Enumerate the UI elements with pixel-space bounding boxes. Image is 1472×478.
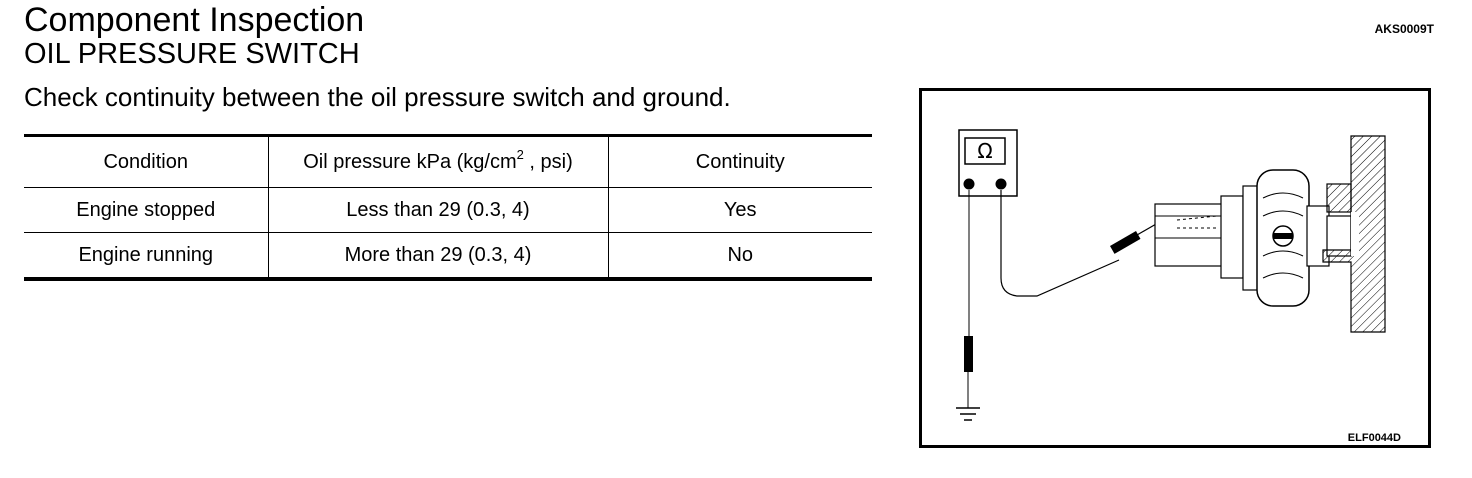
ground-icon — [956, 407, 980, 421]
ohm-symbol: Ω — [977, 139, 992, 163]
cell-pressure: Less than 29 (0.3, 4) — [267, 187, 608, 233]
header-pressure-superscript: 2 — [516, 146, 524, 162]
oil-pressure-switch-diagram: Ω ELF0044D — [919, 88, 1431, 448]
header-oil-pressure: Oil pressure kPa (kg/cm2 , psi) — [267, 135, 608, 188]
header-pressure-text: Oil pressure kPa (kg/cm — [303, 150, 517, 173]
section-subtitle: OIL PRESSURE SWITCH — [24, 38, 360, 70]
cell-condition: Engine running — [78, 243, 214, 266]
header-pressure-unit: , psi) — [523, 150, 573, 173]
document-code: AKS0009T — [1374, 22, 1434, 36]
cell-continuity: No — [607, 232, 872, 279]
page-title: Component Inspection — [24, 1, 365, 39]
engine-block-icon — [1322, 135, 1386, 333]
header-continuity: Continuity — [607, 135, 872, 188]
cell-pressure: More than 29 (0.3, 4) — [267, 232, 608, 279]
ground-lead — [964, 190, 973, 408]
instruction-text: Check continuity between the oil pressur… — [24, 82, 731, 112]
inspection-table: Condition Oil pressure kPa (kg/cm2 , psi… — [24, 134, 872, 281]
ohmmeter-icon: Ω — [958, 129, 1018, 197]
oil-pressure-switch-icon — [1154, 169, 1352, 307]
figure-code: ELF0044D — [1348, 432, 1401, 444]
header-condition: Condition — [24, 135, 268, 188]
table-row: Engine stopped Less than 29 (0.3, 4) Yes — [24, 187, 872, 233]
cell-continuity: Yes — [607, 187, 872, 233]
table-row: Engine running More than 29 (0.3, 4) No — [24, 232, 872, 279]
table-header-row: Condition Oil pressure kPa (kg/cm2 , psi… — [24, 135, 872, 188]
cell-condition: Engine stopped — [24, 187, 268, 233]
